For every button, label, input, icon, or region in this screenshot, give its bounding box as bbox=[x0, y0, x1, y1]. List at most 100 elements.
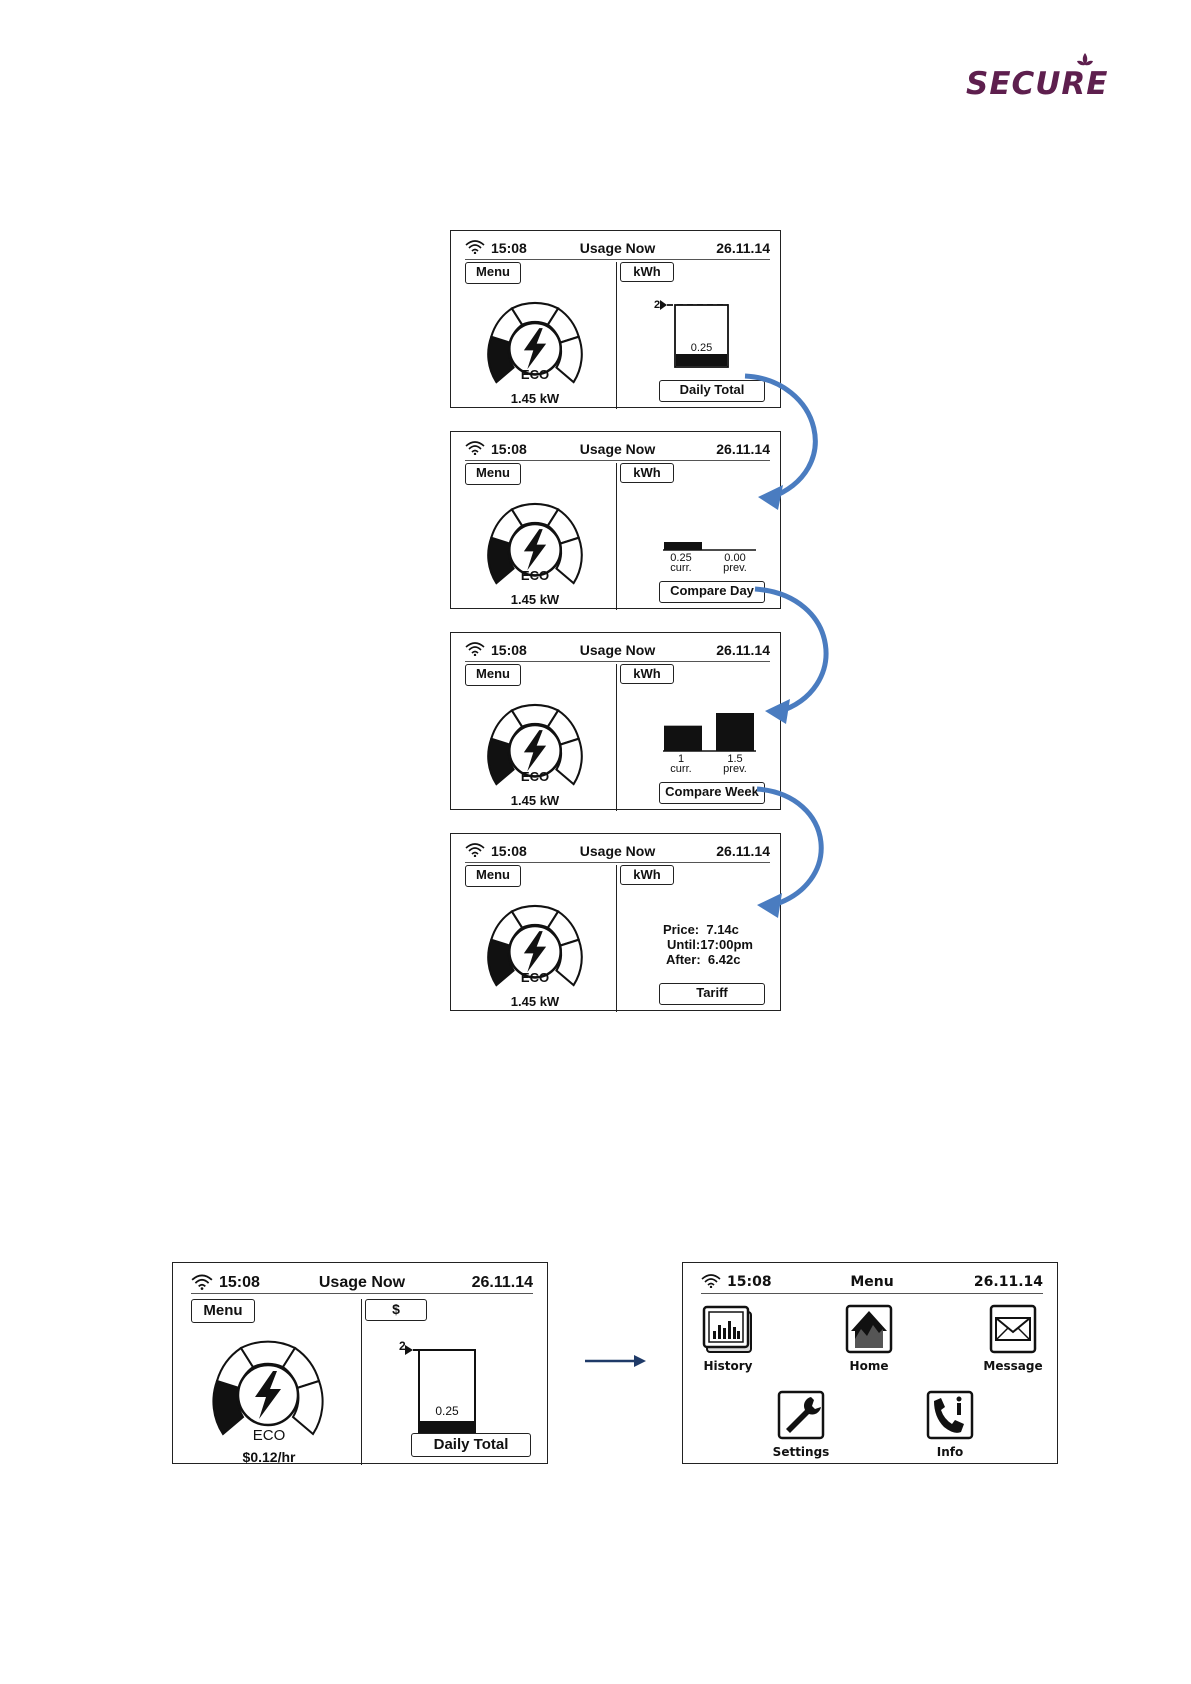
panel-divider bbox=[616, 865, 617, 1012]
lightning-icon bbox=[523, 730, 547, 772]
menu-button[interactable]: Menu bbox=[465, 865, 521, 887]
menu-item-history[interactable]: History bbox=[683, 1303, 773, 1373]
curr-label: curr. bbox=[670, 763, 692, 775]
status-date: 26.11.14 bbox=[716, 441, 770, 457]
prev-value: 0.00 bbox=[724, 552, 746, 564]
status-bar: 15:08 Usage Now 26.11.14 bbox=[465, 840, 770, 863]
lightning-icon bbox=[255, 1371, 281, 1419]
power-reading: 1.45 kW bbox=[510, 793, 560, 808]
message-icon bbox=[989, 1304, 1037, 1354]
menu-button[interactable]: Menu bbox=[191, 1299, 255, 1323]
screen-title: Usage Now bbox=[579, 441, 656, 457]
status-time: 15:08 bbox=[491, 642, 527, 658]
flow-arrow-3 bbox=[756, 786, 824, 918]
logo-text: SECURE bbox=[966, 66, 1109, 102]
gauge-label: ECO bbox=[520, 568, 550, 583]
wifi-icon bbox=[465, 240, 485, 254]
status-bar: 15:08 Usage Now 26.11.14 bbox=[191, 1271, 533, 1294]
gauge-segments bbox=[487, 502, 583, 585]
compare-chart bbox=[663, 713, 756, 752]
menu-button[interactable]: Menu bbox=[465, 664, 521, 686]
gauge-segments bbox=[487, 904, 583, 987]
status-bar: 15:08 Usage Now 26.11.14 bbox=[465, 438, 770, 461]
cost-rate: $0.12/hr bbox=[242, 1449, 296, 1465]
view-button[interactable]: Compare Day bbox=[659, 581, 765, 603]
unit-button[interactable]: $ bbox=[365, 1299, 427, 1321]
flow-arrow-1 bbox=[744, 373, 818, 510]
prev-label: prev. bbox=[723, 763, 747, 775]
daily-total-chart bbox=[660, 300, 729, 368]
view-button[interactable]: Daily Total bbox=[411, 1433, 531, 1457]
tariff-price: Price: 7.14c bbox=[663, 922, 739, 937]
screen-title: Usage Now bbox=[579, 642, 656, 658]
curr-value: 1 bbox=[677, 753, 685, 765]
bar-prev bbox=[716, 713, 754, 751]
status-bar: 15:08 Menu 26.11.14 bbox=[701, 1271, 1043, 1294]
screen-title: Usage Now bbox=[579, 240, 656, 256]
history-icon bbox=[702, 1305, 752, 1353]
screen-title: Menu bbox=[850, 1274, 894, 1290]
menu-item-info[interactable]: Info bbox=[905, 1389, 995, 1459]
gauge-label: ECO bbox=[520, 367, 550, 382]
lightning-icon bbox=[523, 931, 547, 973]
status-bar: 15:08 Usage Now 26.11.14 bbox=[465, 639, 770, 662]
status-date: 26.11.14 bbox=[716, 642, 770, 658]
home-icon bbox=[845, 1304, 893, 1354]
unit-button[interactable]: kWh bbox=[620, 865, 674, 885]
unit-button[interactable]: kWh bbox=[620, 463, 674, 483]
flow-arrow-2 bbox=[754, 586, 829, 724]
daily-total-fill bbox=[676, 354, 727, 366]
eco-gauge bbox=[487, 904, 583, 987]
gauge-label: ECO bbox=[520, 769, 550, 784]
status-time: 15:08 bbox=[491, 441, 527, 457]
prev-value: 1.5 bbox=[727, 753, 743, 765]
status-time: 15:08 bbox=[219, 1274, 260, 1291]
menu-item-message[interactable]: Message bbox=[968, 1303, 1058, 1373]
status-date: 26.11.14 bbox=[973, 1274, 1043, 1290]
menu-button[interactable]: Menu bbox=[465, 463, 521, 485]
settings-icon bbox=[777, 1390, 825, 1440]
view-button[interactable]: Tariff bbox=[659, 983, 765, 1005]
transition-arrow bbox=[585, 1355, 646, 1367]
curr-value: 0.25 bbox=[670, 552, 692, 564]
menu-item-home[interactable]: Home bbox=[824, 1303, 914, 1373]
status-date: 26.11.14 bbox=[471, 1274, 533, 1291]
screen-title: Usage Now bbox=[579, 843, 656, 859]
panel-divider bbox=[616, 262, 617, 409]
wifi-icon bbox=[701, 1274, 721, 1288]
menu-screen: 15:08 Menu 26.11.14 History Home bbox=[682, 1262, 1058, 1464]
daily-value-label: 0.25 bbox=[690, 342, 713, 354]
view-button[interactable]: Compare Week bbox=[659, 782, 765, 804]
panel-divider bbox=[616, 664, 617, 811]
wifi-icon bbox=[465, 441, 485, 455]
prev-label: prev. bbox=[723, 562, 747, 574]
eco-gauge bbox=[487, 703, 583, 786]
eco-gauge bbox=[487, 301, 583, 384]
unit-button[interactable]: kWh bbox=[620, 262, 674, 282]
compare-chart bbox=[663, 542, 756, 551]
menu-item-settings[interactable]: Settings bbox=[756, 1389, 846, 1459]
daily-total-fill bbox=[420, 1421, 474, 1434]
status-time: 15:08 bbox=[491, 240, 527, 256]
power-reading: 1.45 kW bbox=[510, 994, 560, 1009]
curr-label: curr. bbox=[670, 562, 692, 574]
unit-button[interactable]: kWh bbox=[620, 664, 674, 684]
menu-item-label: Settings bbox=[772, 1445, 830, 1459]
status-time: 15:08 bbox=[727, 1274, 772, 1290]
power-reading: 1.45 kW bbox=[510, 592, 560, 607]
view-button[interactable]: Daily Total bbox=[659, 380, 765, 402]
tariff-after: After: 6.42c bbox=[666, 952, 741, 967]
bar-curr bbox=[664, 725, 702, 751]
lightning-icon bbox=[523, 529, 547, 571]
power-reading: 1.45 kW bbox=[510, 391, 560, 406]
menu-button[interactable]: Menu bbox=[465, 262, 521, 284]
status-date: 26.11.14 bbox=[716, 843, 770, 859]
logo-leaf-icon bbox=[1077, 53, 1093, 66]
status-time: 15:08 bbox=[491, 843, 527, 859]
menu-item-label: Home bbox=[849, 1359, 889, 1373]
